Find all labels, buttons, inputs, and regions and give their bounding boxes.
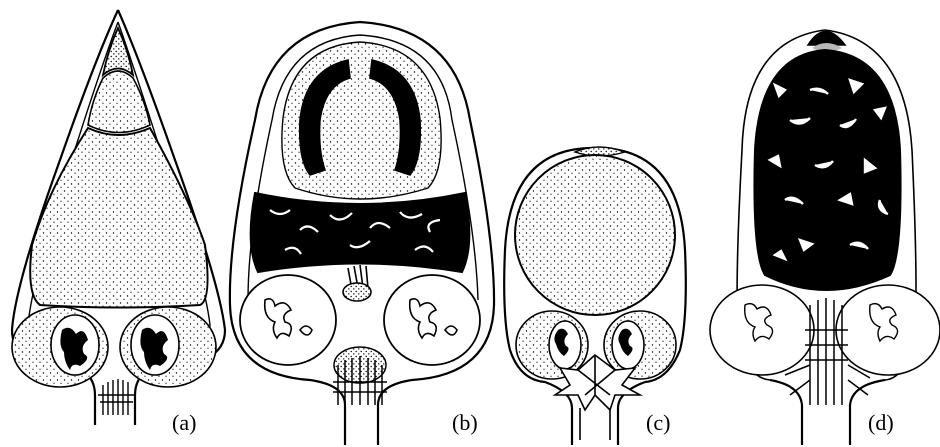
- panel-label-a: (a): [172, 410, 196, 435]
- basal-tubules-a: [98, 379, 135, 415]
- panel-b: [230, 22, 494, 445]
- right-sphere-b: [384, 275, 480, 365]
- right-sphere-d: [836, 285, 940, 375]
- panel-label-c: (c): [646, 410, 670, 435]
- dark-band-b: [251, 193, 470, 272]
- panel-label-b: (b): [452, 410, 478, 435]
- left-sphere-d: [710, 285, 814, 375]
- polar-body-a: [30, 128, 207, 308]
- panel-c: [504, 147, 686, 445]
- panel-d: [710, 30, 940, 445]
- panel-a: [12, 10, 225, 425]
- polar-sphere-c: [515, 155, 675, 315]
- panel-label-d: (d): [868, 410, 894, 435]
- left-sphere-b: [240, 275, 336, 365]
- nucleus-cluster-b: [343, 265, 371, 301]
